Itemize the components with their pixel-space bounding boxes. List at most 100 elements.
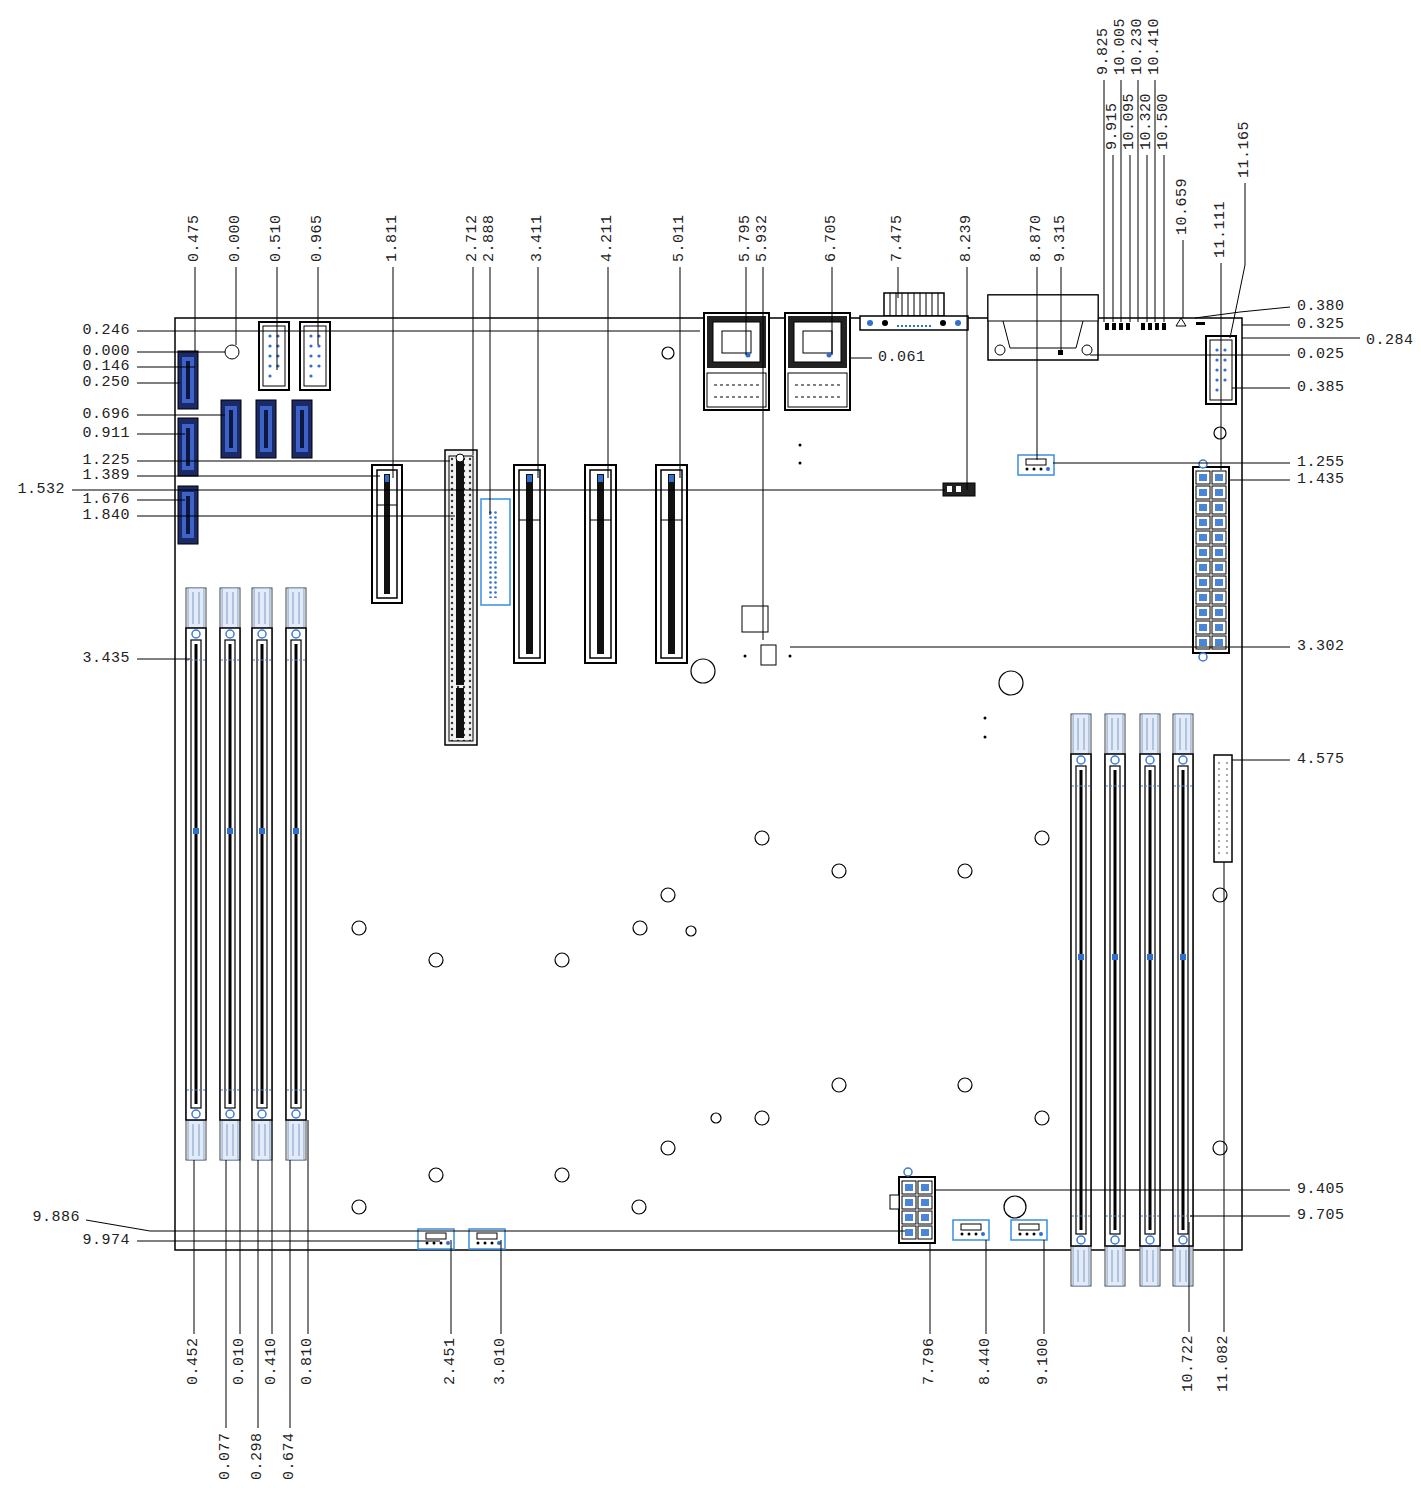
board-part — [832, 864, 846, 878]
dimension-label: 0.452 — [186, 1337, 202, 1385]
dimension-label: 9.915 — [1105, 102, 1121, 150]
board-part — [899, 1177, 935, 1243]
board-part — [590, 470, 611, 658]
board-part — [662, 347, 674, 359]
board-part — [958, 1078, 972, 1092]
dimension-label: 9.825 — [1096, 27, 1112, 75]
board-part — [286, 588, 306, 1160]
board-part — [488, 510, 498, 598]
board-part — [995, 345, 1005, 355]
dimension-label: 1.532 — [17, 482, 65, 498]
dimension-label: 0.385 — [1297, 380, 1345, 396]
board-part — [988, 295, 1098, 360]
board-part — [953, 1220, 989, 1240]
board-part — [999, 671, 1023, 695]
dimension-label: 7.796 — [922, 1337, 938, 1385]
board-part — [661, 888, 675, 902]
board-part — [947, 486, 952, 492]
dimension-label: 10.005 — [1113, 18, 1129, 75]
board-part — [527, 475, 532, 482]
dimension-label: 0.000 — [82, 344, 130, 360]
board-part — [632, 1200, 646, 1214]
board-part — [220, 588, 240, 1160]
dimension-label: 0.965 — [310, 214, 326, 262]
dimension-label: 10.095 — [1122, 93, 1138, 150]
board-part — [526, 474, 533, 654]
board-part — [661, 520, 682, 521]
board-part — [984, 736, 987, 739]
dimension-label: 0.298 — [250, 1432, 266, 1480]
board-part — [691, 659, 715, 683]
board-part — [385, 475, 389, 482]
board-part — [1219, 762, 1227, 856]
board-part — [1196, 322, 1205, 325]
leader-lines — [72, 80, 1360, 1428]
board-part — [1195, 470, 1227, 650]
dimension-label: 9.315 — [1053, 214, 1069, 262]
dimension-label: 0.475 — [187, 214, 203, 262]
board-part — [1035, 1111, 1049, 1125]
board-part — [956, 486, 961, 492]
dimension-label: 8.440 — [978, 1337, 994, 1385]
dimension-label: 5.011 — [672, 214, 688, 262]
board-part — [1058, 350, 1063, 355]
board-part — [377, 505, 397, 506]
dimension-label: 0.674 — [282, 1432, 298, 1480]
board-part — [178, 351, 198, 409]
board-part — [661, 470, 682, 658]
board-part — [259, 322, 289, 390]
board-part — [860, 316, 968, 330]
board-part — [742, 606, 768, 632]
board-part — [372, 465, 402, 603]
board-part — [799, 444, 802, 447]
board-part — [1148, 323, 1152, 330]
board-part — [1035, 831, 1049, 845]
dimension-label: 1.676 — [82, 492, 130, 508]
board-part — [1105, 323, 1109, 330]
dimension-label: 5.932 — [755, 214, 771, 262]
dimension-label: 0.696 — [82, 407, 130, 423]
dimension-label: 5.795 — [738, 214, 754, 262]
board-part — [890, 293, 938, 316]
board-part — [449, 456, 473, 741]
board-part — [1214, 427, 1226, 439]
dimension-label: 3.010 — [493, 1337, 509, 1385]
dimension-label: 3.411 — [530, 214, 546, 262]
board-part — [429, 1168, 443, 1182]
board-part — [1018, 455, 1054, 475]
dimension-label: 9.100 — [1036, 1337, 1052, 1385]
dimension-label: 0.410 — [264, 1337, 280, 1385]
board-part — [867, 320, 873, 326]
board-part — [1193, 467, 1229, 653]
dimension-label: 11.111 — [1213, 201, 1229, 258]
dimension-label: 2.888 — [482, 214, 498, 262]
board-part — [456, 454, 464, 462]
board-part — [832, 1078, 846, 1092]
dimension-label: 0.077 — [218, 1432, 234, 1480]
board-part — [1173, 714, 1193, 1286]
board-part — [469, 1229, 505, 1249]
board-part — [352, 347, 1227, 1218]
dimension-label: 11.165 — [1237, 121, 1253, 178]
dimension-label: 7.475 — [890, 214, 906, 262]
board-part — [1162, 323, 1166, 330]
board-part — [744, 444, 987, 739]
board-part — [597, 474, 604, 654]
board-part — [1214, 755, 1232, 862]
board-part — [744, 655, 747, 658]
dimension-label: 9.974 — [82, 1233, 130, 1249]
board-part — [755, 1111, 769, 1125]
dimension-label: 3.435 — [82, 651, 130, 667]
board-part — [221, 400, 241, 458]
board-part — [897, 325, 932, 327]
board-part — [481, 499, 510, 605]
board-part — [377, 470, 397, 598]
dimension-label: 0.025 — [1297, 347, 1345, 363]
board-part — [789, 655, 792, 658]
dimension-label: 3.302 — [1297, 639, 1345, 655]
board-part — [890, 1195, 899, 1209]
board-part — [984, 717, 987, 720]
board-part — [1199, 460, 1207, 468]
board-part — [519, 470, 540, 658]
board-part — [686, 926, 696, 936]
